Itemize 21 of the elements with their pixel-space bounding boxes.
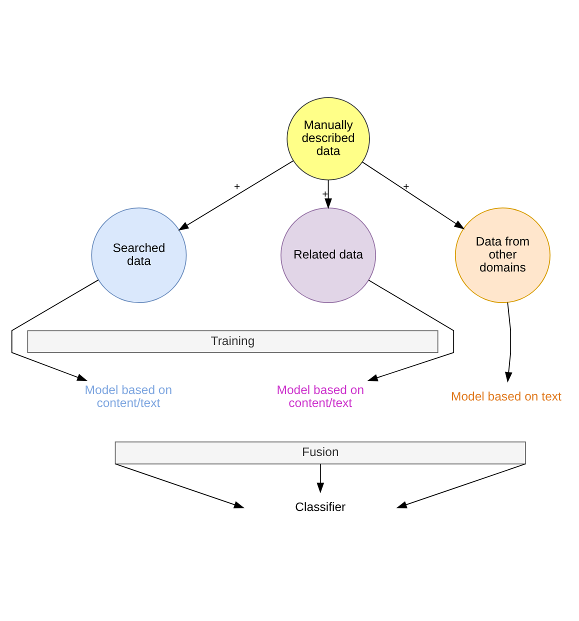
- arrow: [362, 162, 465, 230]
- arrow: [324, 180, 332, 209]
- node-box: Fusion: [114, 442, 526, 464]
- arrow: [316, 463, 324, 494]
- node-circle: Searched data: [91, 208, 187, 304]
- edge-label: +: [322, 188, 328, 201]
- arrow: [396, 463, 526, 508]
- arrow: [178, 160, 294, 231]
- arrow: [11, 280, 99, 382]
- arrow: [114, 463, 245, 508]
- node-circle: Related data: [280, 208, 376, 304]
- edge-label: +: [403, 180, 410, 193]
- node-text: Model based on content/text: [276, 382, 364, 410]
- node-box: Training: [27, 330, 438, 354]
- edge-label: +: [234, 181, 240, 194]
- node-circle: Manually described data: [286, 97, 370, 180]
- arrow: [504, 302, 512, 383]
- node-text: Model based on text: [450, 390, 562, 404]
- arrow: [367, 280, 454, 382]
- node-text: Classifier: [295, 500, 346, 514]
- node-text: Model based on content/text: [84, 382, 172, 410]
